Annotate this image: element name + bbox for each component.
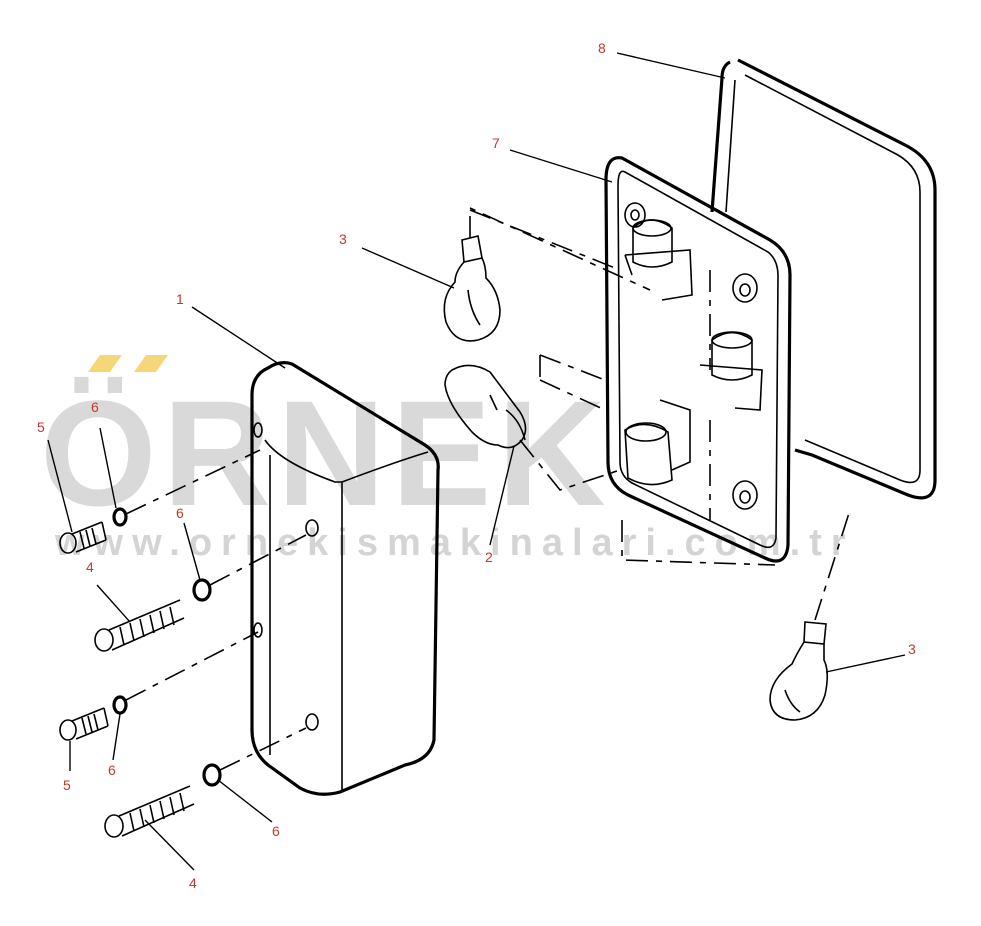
callout-6-upper-left: 6: [91, 399, 99, 415]
screw-short-lower: [59, 707, 109, 741]
lens-housing-part: [250, 361, 440, 796]
bulb-middle-part: [444, 364, 621, 491]
callout-5-upper: 5: [37, 419, 45, 435]
bulb-lower-part: [769, 509, 851, 721]
callout-4-lower: 4: [189, 875, 197, 891]
callout-2: 2: [485, 549, 493, 565]
watermark-logo: ÖRNEK: [40, 369, 612, 537]
gasket-part: [710, 58, 937, 500]
callout-4-upper: 4: [86, 559, 94, 575]
screw-short-upper: [59, 521, 107, 554]
washer-lower-right: [202, 727, 307, 787]
callout-labels: 8 7 3 1 5 6 6 4 2 3 5 6 6 4: [37, 40, 916, 891]
screw-long-upper: [94, 599, 185, 652]
watermark: ÖRNEK www.ornekismakinalari.com.tr: [40, 355, 846, 564]
watermark-accent-mark: [134, 355, 168, 372]
bulb-upper-part: [443, 206, 651, 342]
callout-6-lower-left: 6: [108, 762, 116, 778]
leader-lines: [47, 52, 906, 871]
callout-6-lower-right: 6: [272, 823, 280, 839]
washer-upper-left: [112, 449, 261, 527]
callout-6-upper-right: 6: [176, 505, 184, 521]
callout-3-upper: 3: [339, 231, 347, 247]
callout-7: 7: [492, 135, 500, 151]
watermark-accent-mark: [88, 355, 122, 372]
washer-upper-right: [192, 534, 307, 602]
washer-lower-left: [112, 631, 259, 715]
callout-3-lower: 3: [908, 641, 916, 657]
callout-8: 8: [598, 40, 606, 56]
callout-1: 1: [176, 291, 184, 307]
screw-long-lower: [104, 785, 195, 838]
lamp-base-part: [539, 156, 792, 566]
callout-5-lower: 5: [63, 777, 71, 793]
